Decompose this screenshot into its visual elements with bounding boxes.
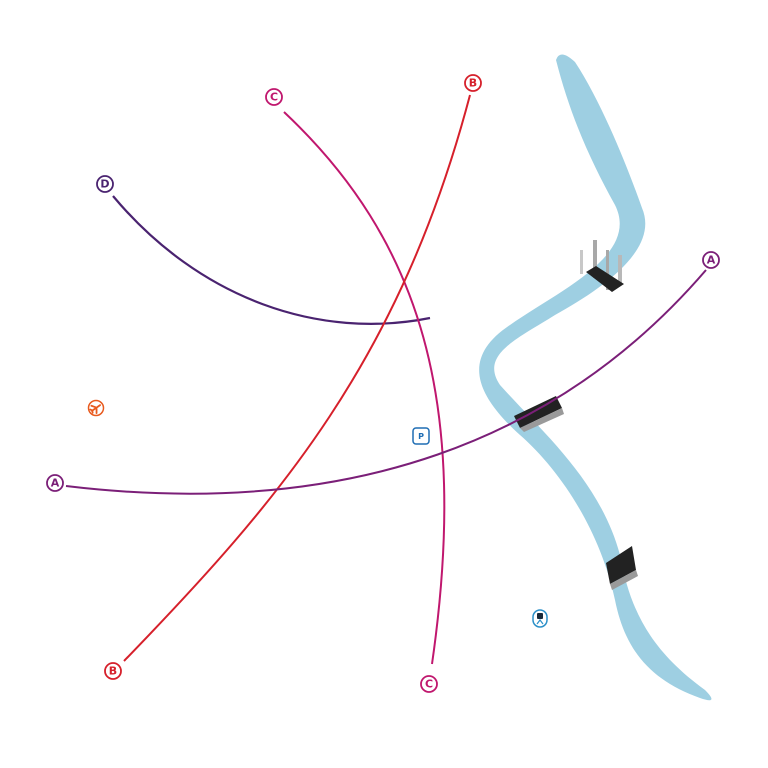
line-d-terminus[interactable]: D — [96, 175, 114, 193]
train-icon[interactable] — [532, 609, 548, 628]
line-a-label: A — [707, 254, 716, 267]
line-b-label: B — [109, 665, 117, 678]
line-a-terminus-east[interactable]: A — [702, 251, 720, 269]
line-c-terminus-north[interactable]: C — [265, 88, 283, 106]
line-c-route[interactable] — [283, 111, 446, 665]
line-b-label: B — [469, 77, 477, 90]
parking-label: P — [418, 432, 424, 441]
parking-icon[interactable]: P — [412, 427, 430, 445]
river — [479, 54, 712, 701]
bridge-north — [580, 240, 624, 292]
bridges — [514, 240, 638, 590]
line-termini: A A B B C C D — [46, 74, 720, 693]
line-d-route[interactable] — [112, 195, 431, 325]
line-a-terminus-west[interactable]: A — [46, 474, 64, 492]
bridge-south — [606, 546, 638, 590]
line-d-label: D — [100, 178, 109, 191]
line-c-label: C — [270, 91, 278, 104]
points-of-interest: P — [87, 399, 548, 628]
line-a-route[interactable] — [65, 269, 707, 495]
line-c-label: C — [425, 678, 433, 691]
line-c-terminus-south[interactable]: C — [420, 675, 438, 693]
line-b-route[interactable] — [123, 94, 471, 662]
line-a-label: A — [51, 477, 60, 490]
transit-lines — [65, 94, 707, 665]
line-b-terminus-north[interactable]: B — [464, 74, 482, 92]
airplane-icon[interactable] — [87, 399, 105, 417]
line-b-terminus-south[interactable]: B — [104, 662, 122, 680]
river-body — [479, 54, 712, 701]
bridge-middle — [514, 396, 564, 432]
